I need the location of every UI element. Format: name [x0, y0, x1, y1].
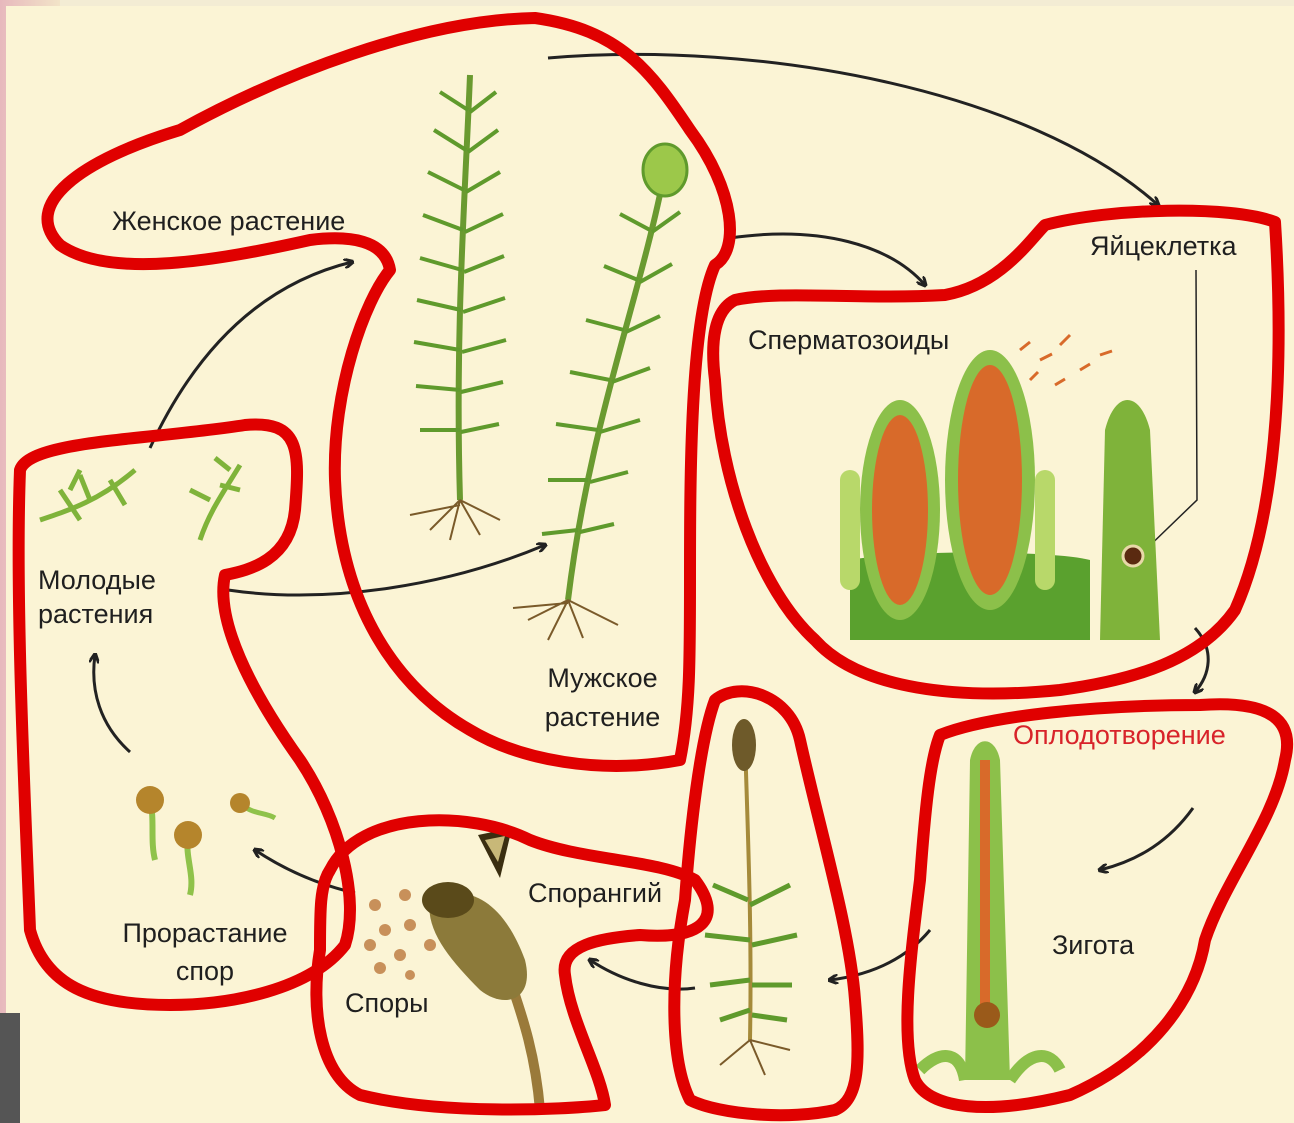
label-male-plant-line2: растение: [530, 702, 675, 733]
label-zygote: Зигота: [1052, 930, 1134, 961]
young-plants-illustration: [40, 458, 240, 540]
arrow-to-egg: [548, 54, 1158, 205]
arrow-to-young-plants: [94, 655, 130, 752]
label-sperm: Сперматозоиды: [748, 325, 949, 356]
label-spores: Споры: [345, 988, 429, 1019]
label-female-plant: Женское растение: [112, 206, 345, 237]
outline-zygote: [907, 704, 1287, 1107]
label-young-plants-line1: Молодые: [38, 565, 156, 596]
label-sporangium: Спорангий: [528, 878, 662, 909]
arrow-to-sperm: [730, 234, 925, 285]
outline-gametophytes: [47, 18, 729, 766]
label-fertilization: Оплодотворение: [1013, 720, 1226, 751]
label-germination-line1: Прорастание: [95, 918, 315, 949]
label-germination-line2: спор: [95, 956, 315, 987]
label-young-plants-line2: растения: [38, 599, 153, 630]
sporophyte-illustration: [705, 719, 797, 1075]
label-male-plant-line1: Мужское: [530, 663, 675, 694]
germinating-spores-illustration: [136, 786, 275, 895]
zygote-illustration: [920, 741, 1060, 1080]
male-plant-illustration: [513, 144, 687, 640]
label-egg-cell: Яйцеклетка: [1090, 231, 1237, 262]
gametangia-illustration: [840, 335, 1160, 640]
sperm-cells: [1020, 335, 1112, 385]
sporangium-illustration: [364, 828, 540, 1110]
arrow-to-zygote: [1100, 808, 1193, 870]
female-plant-illustration: [410, 75, 506, 540]
